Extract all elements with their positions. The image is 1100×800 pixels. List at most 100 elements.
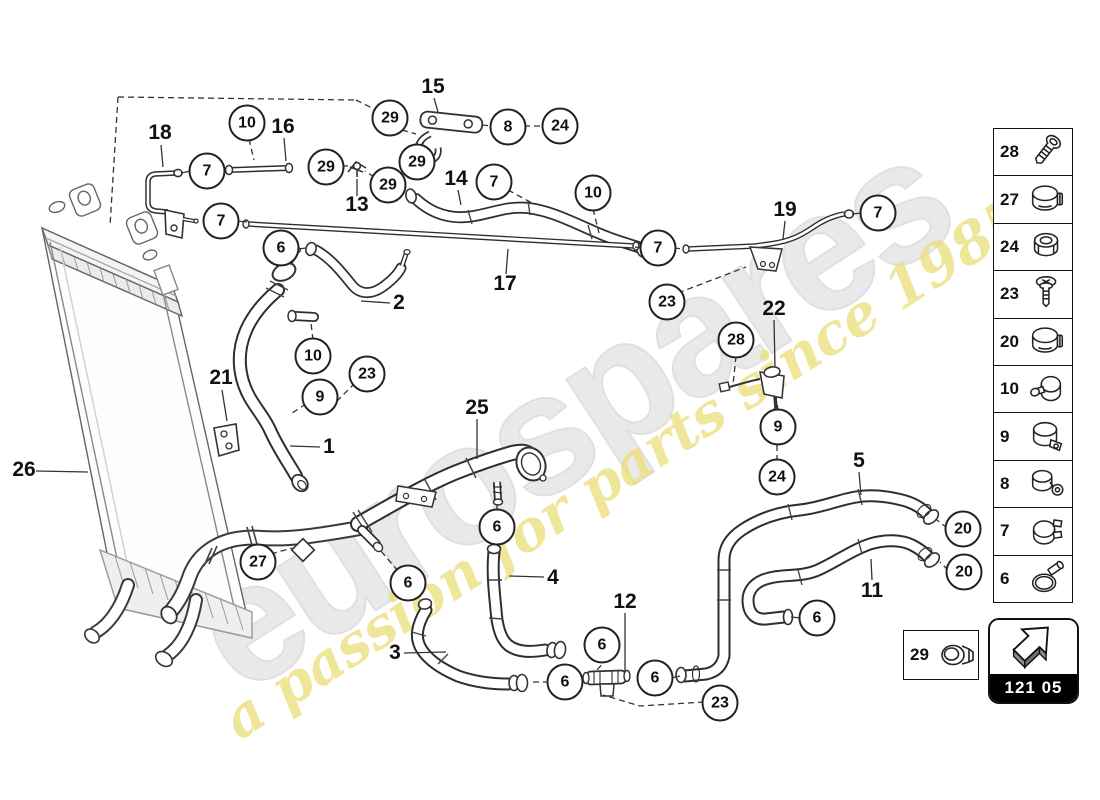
callout-6[interactable]: 6 — [478, 508, 516, 546]
hose-clamp-icon — [1031, 184, 1064, 211]
part-label-4: 4 — [547, 566, 559, 589]
tube-16 — [224, 162, 294, 176]
part-code-badge[interactable]: 121 05 — [988, 618, 1079, 704]
sensor-22 — [718, 366, 785, 413]
bolt-icon — [1034, 134, 1062, 164]
callout-24[interactable]: 24 — [541, 107, 579, 145]
parts-legend-sidebar: 28 27 — [993, 128, 1073, 603]
hose-4 — [486, 543, 567, 660]
callout-9[interactable]: 9 — [301, 378, 339, 416]
hose-11 — [741, 534, 941, 626]
badge-top — [990, 620, 1077, 674]
callout-29[interactable]: 29 — [307, 148, 345, 186]
legend-cell-number: 27 — [1000, 189, 1019, 209]
legend-cell-8[interactable]: 8 — [994, 459, 1072, 508]
callout-10[interactable]: 10 — [228, 104, 266, 142]
callout-10[interactable]: 10 — [294, 337, 332, 375]
radiator-bracket-top-right — [125, 211, 159, 245]
part-label-15: 15 — [421, 75, 445, 98]
callout-8[interactable]: 8 — [489, 108, 527, 146]
clip-27 — [290, 537, 316, 563]
hose-2 — [305, 241, 411, 299]
callout-29[interactable]: 29 — [398, 143, 436, 181]
legend-cell-number: 8 — [1000, 473, 1010, 493]
legend-cell-number: 20 — [1000, 331, 1019, 351]
callout-6[interactable]: 6 — [798, 599, 836, 637]
legend-cell-number: 10 — [1000, 379, 1019, 399]
legend-box-29[interactable]: 29 — [903, 630, 979, 680]
clamp-screw-icon — [1030, 375, 1062, 402]
callout-6[interactable]: 6 — [546, 663, 584, 701]
legend-cell-27[interactable]: 27 — [994, 175, 1072, 223]
leader-lines — [35, 96, 949, 707]
screw-icon — [1035, 276, 1057, 308]
part-label-22: 22 — [762, 297, 786, 320]
part-label-19: 19 — [773, 198, 797, 221]
legend-cell-28[interactable]: 28 — [994, 129, 1072, 176]
callout-10[interactable]: 10 — [574, 174, 612, 212]
callout-20[interactable]: 20 — [945, 553, 983, 591]
callout-23[interactable]: 23 — [648, 283, 686, 321]
legend-cell-20[interactable]: 20 — [994, 317, 1072, 365]
callout-6[interactable]: 6 — [262, 229, 300, 267]
callout-9[interactable]: 9 — [759, 408, 797, 446]
legend-cell-23[interactable]: 23 — [994, 270, 1072, 318]
callout-7[interactable]: 7 — [188, 152, 226, 190]
legend-cell-24[interactable]: 24 — [994, 222, 1072, 271]
clip-13 — [347, 160, 367, 177]
worm-drive-clamp-icon — [1031, 560, 1064, 592]
callout-29[interactable]: 29 — [371, 99, 409, 137]
legend-cell-number: 28 — [1000, 142, 1019, 162]
callout-29[interactable]: 29 — [369, 166, 407, 204]
pipe-18 — [145, 168, 199, 240]
callout-23[interactable]: 23 — [348, 355, 386, 393]
callout-7[interactable]: 7 — [475, 163, 513, 201]
hose-3 — [410, 598, 529, 693]
lock-nut-icon — [1033, 232, 1059, 257]
pipe-19 — [682, 209, 855, 272]
part-label-21: 21 — [209, 366, 233, 389]
part-code: 121 05 — [990, 674, 1077, 702]
callout-6[interactable]: 6 — [636, 659, 674, 697]
fitting-12 — [582, 669, 631, 697]
lower-pipe-tail — [83, 520, 368, 668]
spring-clamp-icon — [1032, 519, 1063, 545]
callout-27[interactable]: 27 — [239, 543, 277, 581]
part-label-1: 1 — [323, 435, 335, 458]
legend-cell-number: 9 — [1000, 426, 1010, 446]
hose-5 — [675, 488, 940, 684]
legend-cell-number: 24 — [1000, 236, 1019, 256]
callout-7[interactable]: 7 — [859, 194, 897, 232]
callout-7[interactable]: 7 — [639, 229, 677, 267]
radiator-bracket-top-left — [68, 183, 102, 217]
part-label-18: 18 — [148, 121, 172, 144]
legend-cell-10[interactable]: 10 — [994, 364, 1072, 413]
callout-23[interactable]: 23 — [701, 684, 739, 722]
radiator — [40, 183, 253, 639]
part-label-17: 17 — [493, 272, 517, 295]
clamp-bracket-icon — [1032, 421, 1063, 451]
callout-7[interactable]: 7 — [202, 202, 240, 240]
callout-20[interactable]: 20 — [944, 510, 982, 548]
callout-28[interactable]: 28 — [717, 321, 755, 359]
part-label-25: 25 — [465, 396, 489, 419]
legend-cell-number: 7 — [1000, 521, 1010, 541]
legend-cell-9[interactable]: 9 — [994, 412, 1072, 460]
part-label-11: 11 — [860, 579, 884, 602]
legend-cell-number: 6 — [1000, 568, 1010, 588]
part-label-16: 16 — [271, 115, 295, 138]
part-label-12: 12 — [613, 590, 637, 613]
callout-24[interactable]: 24 — [758, 458, 796, 496]
part-label-5: 5 — [853, 449, 865, 472]
callout-6[interactable]: 6 — [583, 626, 621, 664]
part-label-2: 2 — [393, 291, 405, 314]
part-label-3: 3 — [389, 641, 401, 664]
legend-cell-7[interactable]: 7 — [994, 507, 1072, 555]
legend-cell-6[interactable]: 6 — [994, 554, 1072, 602]
arrow-icon — [1011, 626, 1049, 670]
callout-6[interactable]: 6 — [389, 564, 427, 602]
hose-clamp-icon — [1031, 327, 1064, 353]
